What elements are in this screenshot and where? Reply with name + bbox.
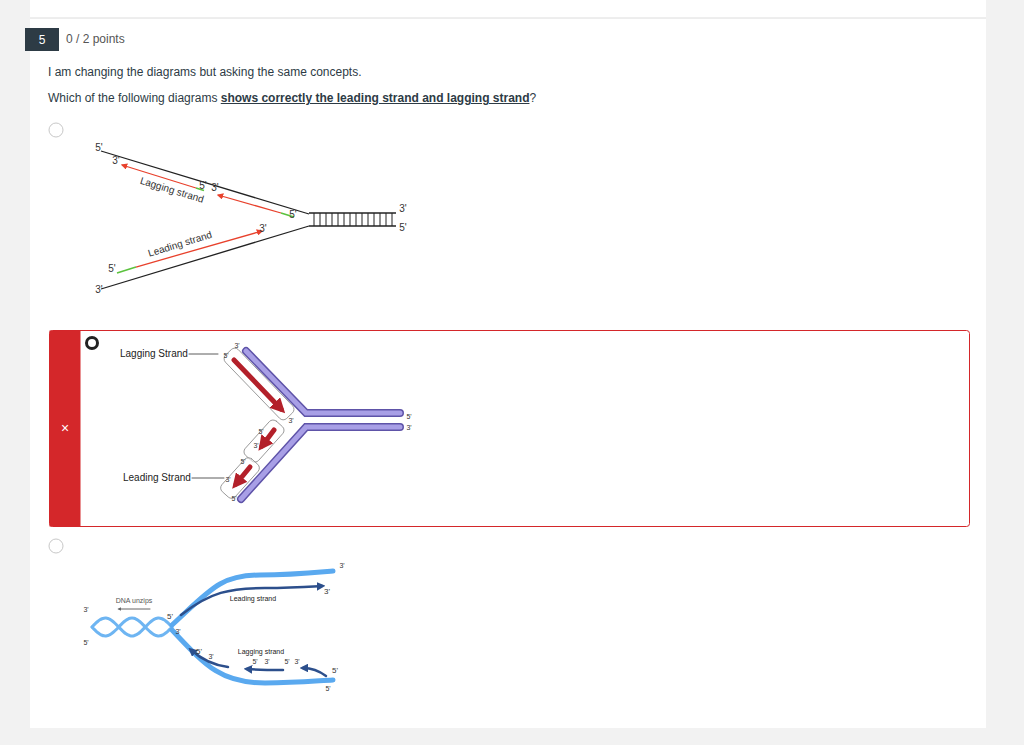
end-label: 5' xyxy=(406,413,411,421)
wrong-answer-frame xyxy=(50,331,970,527)
question-text: ? xyxy=(529,91,536,105)
end-label: 5' xyxy=(240,458,245,466)
strand-label: 3' xyxy=(211,182,218,194)
end-label: 5' xyxy=(258,428,263,436)
radio-button xyxy=(49,123,63,137)
radio-selected xyxy=(87,338,98,349)
radio-button xyxy=(49,539,63,553)
strand-label: Lagging strand xyxy=(238,648,284,656)
question-text: Which of the following diagrams xyxy=(48,91,221,105)
end-label: 3' xyxy=(324,587,330,596)
header-text: 0 / 2 points xyxy=(66,33,125,47)
question-number-badge: 5 xyxy=(25,28,59,51)
replication-fork-1 xyxy=(101,151,396,289)
end-label: 5' xyxy=(196,647,202,656)
end-label: 5' xyxy=(325,685,330,693)
end-label: 5' xyxy=(167,612,173,621)
strand-label: 5' xyxy=(289,209,296,221)
strand-label: Lagging Strand xyxy=(120,348,188,360)
end-label: 3' xyxy=(225,476,230,484)
end-label: 3' xyxy=(339,562,344,570)
end-label: 3' xyxy=(253,442,258,450)
end-label: 5' xyxy=(284,658,289,666)
strand-label: Leading strand xyxy=(145,228,215,260)
strand-label: 3' xyxy=(259,223,266,235)
card-rule xyxy=(30,18,986,19)
replication-fork-2 xyxy=(189,346,400,500)
strand-label: 5' xyxy=(399,222,406,234)
strand-label: 5' xyxy=(95,142,102,154)
question-card xyxy=(30,0,986,728)
question-text: shows correctly the leading strand and l… xyxy=(221,91,530,105)
end-label: 3' xyxy=(83,606,88,614)
end-label: 5' xyxy=(231,495,236,503)
strand-label: Leading Strand xyxy=(123,472,191,484)
strand-label: Leading strand xyxy=(230,595,276,603)
end-label: 5' xyxy=(83,639,88,647)
replication-fork-3 xyxy=(92,571,333,683)
end-label: 5' xyxy=(332,666,338,675)
end-label: 5' xyxy=(252,658,257,666)
end-label: 3' xyxy=(288,417,293,425)
end-label: 3' xyxy=(264,658,269,666)
strand-label: 3' xyxy=(112,155,119,167)
strand-label: Lagging strand xyxy=(137,174,207,206)
end-label: 3' xyxy=(294,658,299,666)
end-label: 3' xyxy=(406,424,411,432)
strand-label: 5' xyxy=(199,180,206,192)
strand-label: 3' xyxy=(399,203,406,215)
strand-label: 5' xyxy=(108,263,115,275)
question-number: 5 xyxy=(39,33,46,47)
end-label: 5' xyxy=(223,352,228,360)
wrong-mark: × xyxy=(61,420,69,436)
end-label: 3' xyxy=(208,653,213,661)
strand-label: 3' xyxy=(95,284,102,296)
end-label: 3' xyxy=(175,628,180,636)
header-text: I am changing the diagrams but asking th… xyxy=(48,66,362,80)
wrong-answer-bar xyxy=(50,331,81,527)
question-text: Which of the following diagrams shows co… xyxy=(48,91,536,105)
end-label: 3' xyxy=(234,342,239,350)
strand-label: DNA unzips xyxy=(116,597,153,605)
